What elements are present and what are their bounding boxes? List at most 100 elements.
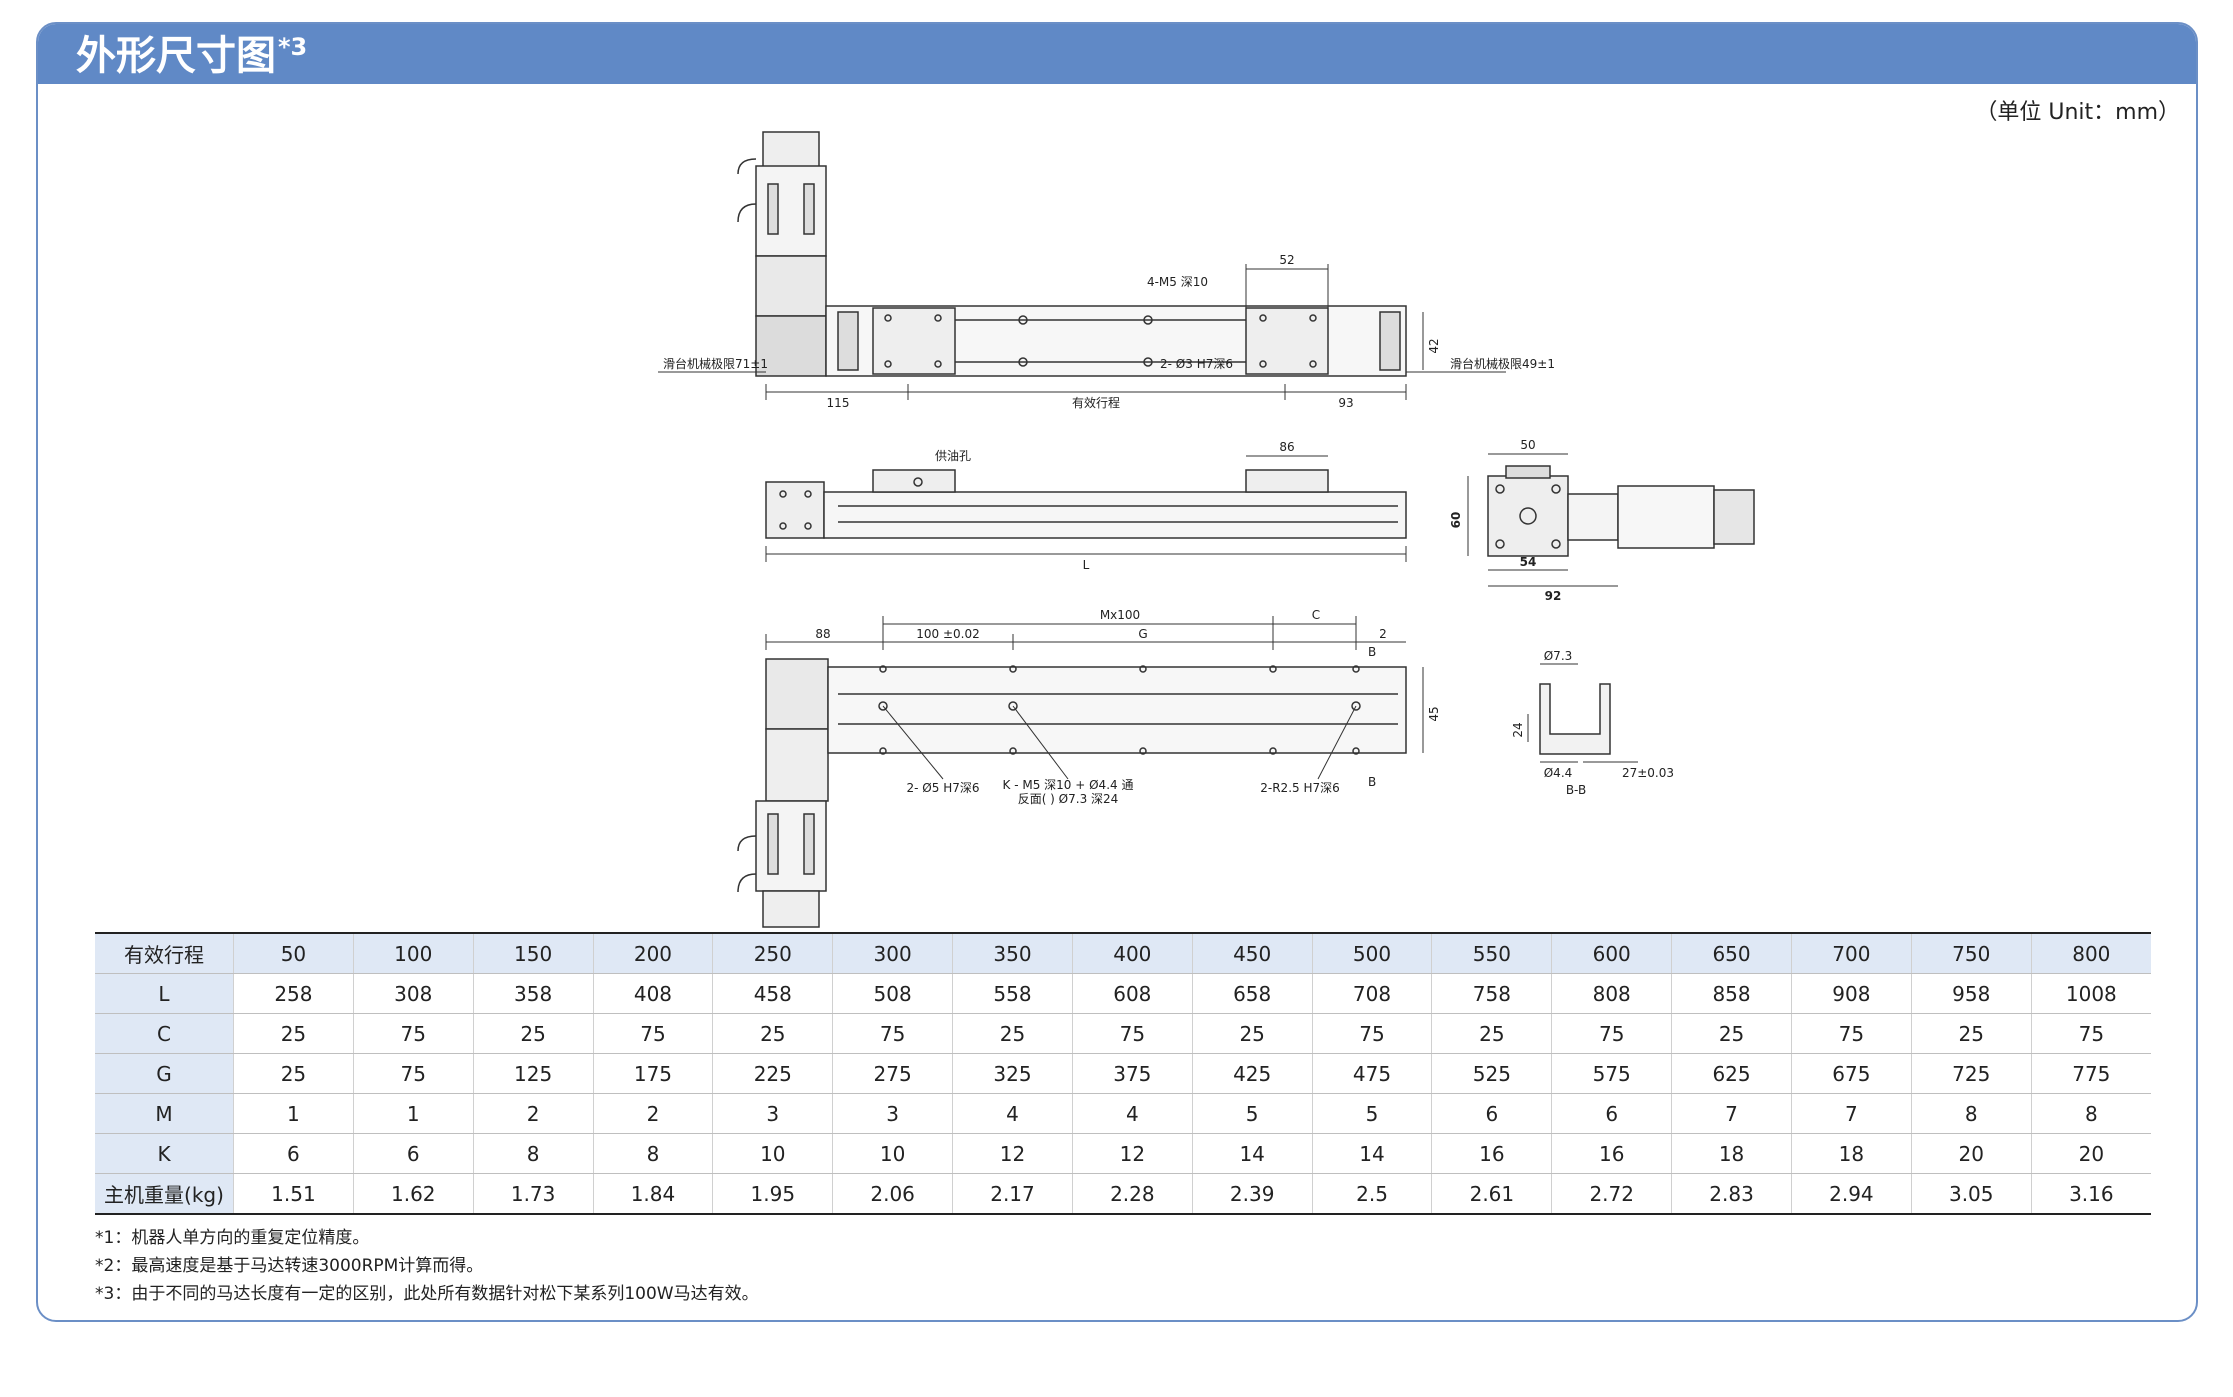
row-label: K bbox=[95, 1133, 234, 1174]
table-cell: 25 bbox=[233, 1013, 354, 1054]
table-cell: 625 bbox=[1671, 1053, 1792, 1094]
table-cell: 10 bbox=[832, 1133, 953, 1174]
table-cell: 75 bbox=[1790, 1013, 1912, 1054]
table-cell: 25 bbox=[952, 1013, 1073, 1054]
table-cell: 1 bbox=[352, 1093, 474, 1134]
stroke-cell: 800 bbox=[2030, 932, 2151, 974]
table-cell: 8 bbox=[472, 1133, 594, 1174]
table-cell: 525 bbox=[1431, 1053, 1552, 1094]
stroke-cell: 250 bbox=[712, 932, 833, 974]
label-115: 115 bbox=[827, 396, 850, 410]
end-view-motor bbox=[1713, 489, 1755, 545]
table-cell: 1.84 bbox=[592, 1173, 713, 1215]
table-cell: 508 bbox=[832, 973, 953, 1014]
table-cell: 6 bbox=[1431, 1093, 1552, 1134]
table-cell: 14 bbox=[1191, 1133, 1313, 1174]
stroke-cell: 350 bbox=[952, 932, 1073, 974]
table-cell: 7 bbox=[1790, 1093, 1912, 1134]
table-cell: 7 bbox=[1671, 1093, 1792, 1134]
stroke-cell: 450 bbox=[1191, 932, 1313, 974]
label-50: 50 bbox=[1520, 438, 1535, 452]
table-cell: 608 bbox=[1071, 973, 1193, 1014]
label-54: 54 bbox=[1520, 555, 1537, 569]
table-cell: 8 bbox=[592, 1133, 713, 1174]
motor-bottom-body bbox=[755, 800, 827, 892]
label-60: 60 bbox=[1449, 512, 1463, 529]
table-cell: 25 bbox=[472, 1013, 594, 1054]
table-cell: 758 bbox=[1431, 973, 1552, 1014]
table-cell: 25 bbox=[1671, 1013, 1792, 1054]
table-cell: 75 bbox=[592, 1013, 713, 1054]
label-24: 24 bbox=[1511, 722, 1525, 737]
label-2: 2 bbox=[1379, 627, 1387, 641]
table-cell: 25 bbox=[1191, 1013, 1313, 1054]
table-cell: 325 bbox=[952, 1053, 1073, 1094]
label-B-bot: B bbox=[1368, 775, 1376, 789]
table-cell: 2 bbox=[472, 1093, 594, 1134]
label-27: 27±0.03 bbox=[1622, 766, 1674, 780]
section-bb-profile bbox=[1539, 683, 1611, 755]
label-pin-h7-5: 2- Ø5 H7深6 bbox=[907, 781, 980, 795]
table-cell: 2.83 bbox=[1671, 1173, 1792, 1215]
table-cell: 2.61 bbox=[1431, 1173, 1552, 1215]
table-cell: 5 bbox=[1311, 1093, 1432, 1134]
footnotes: *1：机器人单方向的重复定位精度。 *2：最高速度是基于马达转速3000RPM计… bbox=[95, 1224, 759, 1308]
row-label: L bbox=[95, 973, 234, 1014]
table-cell: 1.51 bbox=[233, 1173, 354, 1215]
table-cell: 708 bbox=[1311, 973, 1432, 1014]
footnote-3: *3：由于不同的马达长度有一定的区别，此处所有数据针对松下某系列100W马达有效… bbox=[95, 1284, 759, 1304]
stroke-cell: 500 bbox=[1311, 932, 1432, 974]
footnote-1: *1：机器人单方向的重复定位精度。 bbox=[95, 1228, 370, 1248]
label-C: C bbox=[1312, 608, 1320, 622]
table-cell: 658 bbox=[1191, 973, 1313, 1014]
stroke-cell: 300 bbox=[832, 932, 953, 974]
label-k-back: 反面( ) Ø7.3 深24 bbox=[1018, 792, 1119, 806]
table-cell: 408 bbox=[592, 973, 713, 1014]
table-cell: 2.17 bbox=[952, 1173, 1073, 1215]
label-mx100: Mx100 bbox=[1100, 608, 1140, 622]
title-footnote: *3 bbox=[278, 32, 308, 61]
stroke-cell: 400 bbox=[1071, 932, 1193, 974]
table-cell: 6 bbox=[1551, 1093, 1672, 1134]
label-42: 42 bbox=[1427, 338, 1441, 353]
stroke-cell: 700 bbox=[1790, 932, 1912, 974]
table-cell: 6 bbox=[233, 1133, 354, 1174]
table-cell: 18 bbox=[1671, 1133, 1792, 1174]
table-cell: 75 bbox=[1071, 1013, 1193, 1054]
table-cell: 4 bbox=[1071, 1093, 1193, 1134]
drawing-svg: 4-M5 深10 52 42 滑台机械极限71±1 滑台机械极限49±1 2- … bbox=[658, 131, 1755, 928]
table-cell: 2.5 bbox=[1311, 1173, 1432, 1215]
end-view-body bbox=[1487, 475, 1569, 557]
table-cell: 125 bbox=[472, 1053, 594, 1094]
row-label: M bbox=[95, 1093, 234, 1134]
table-cell: 375 bbox=[1071, 1053, 1193, 1094]
stroke-cell: 650 bbox=[1671, 932, 1792, 974]
table-cell: 10 bbox=[712, 1133, 833, 1174]
label-limit-left: 滑台机械极限71±1 bbox=[663, 356, 768, 371]
row-label: G bbox=[95, 1053, 234, 1094]
table-cell: 1.95 bbox=[712, 1173, 833, 1215]
dimension-panel: 外形尺寸图*3 （单位 Unit：mm） bbox=[36, 22, 2198, 1322]
table-cell: 75 bbox=[2030, 1013, 2151, 1054]
stroke-cell: 200 bbox=[592, 932, 713, 974]
table-cell: 1 bbox=[233, 1093, 354, 1134]
label-m5: 4-M5 深10 bbox=[1147, 275, 1208, 289]
row-header: 有效行程 bbox=[95, 932, 234, 974]
table-cell: 20 bbox=[1910, 1133, 2032, 1174]
table-cell: 2.39 bbox=[1191, 1173, 1313, 1215]
table-cell: 75 bbox=[1311, 1013, 1432, 1054]
label-dia-73: Ø7.3 bbox=[1544, 649, 1573, 663]
table-cell: 308 bbox=[352, 973, 474, 1014]
table-cell: 1.73 bbox=[472, 1173, 594, 1215]
table-cell: 16 bbox=[1551, 1133, 1672, 1174]
motor-bottom-coupler bbox=[765, 658, 829, 730]
section-title: 外形尺寸图*3 bbox=[76, 32, 308, 79]
dimension-drawing: 4-M5 深10 52 42 滑台机械极限71±1 滑台机械极限49±1 2- … bbox=[38, 94, 2200, 954]
table-cell: 20 bbox=[2030, 1133, 2151, 1174]
stroke-cell: 750 bbox=[1910, 932, 2032, 974]
table-cell: 558 bbox=[952, 973, 1073, 1014]
